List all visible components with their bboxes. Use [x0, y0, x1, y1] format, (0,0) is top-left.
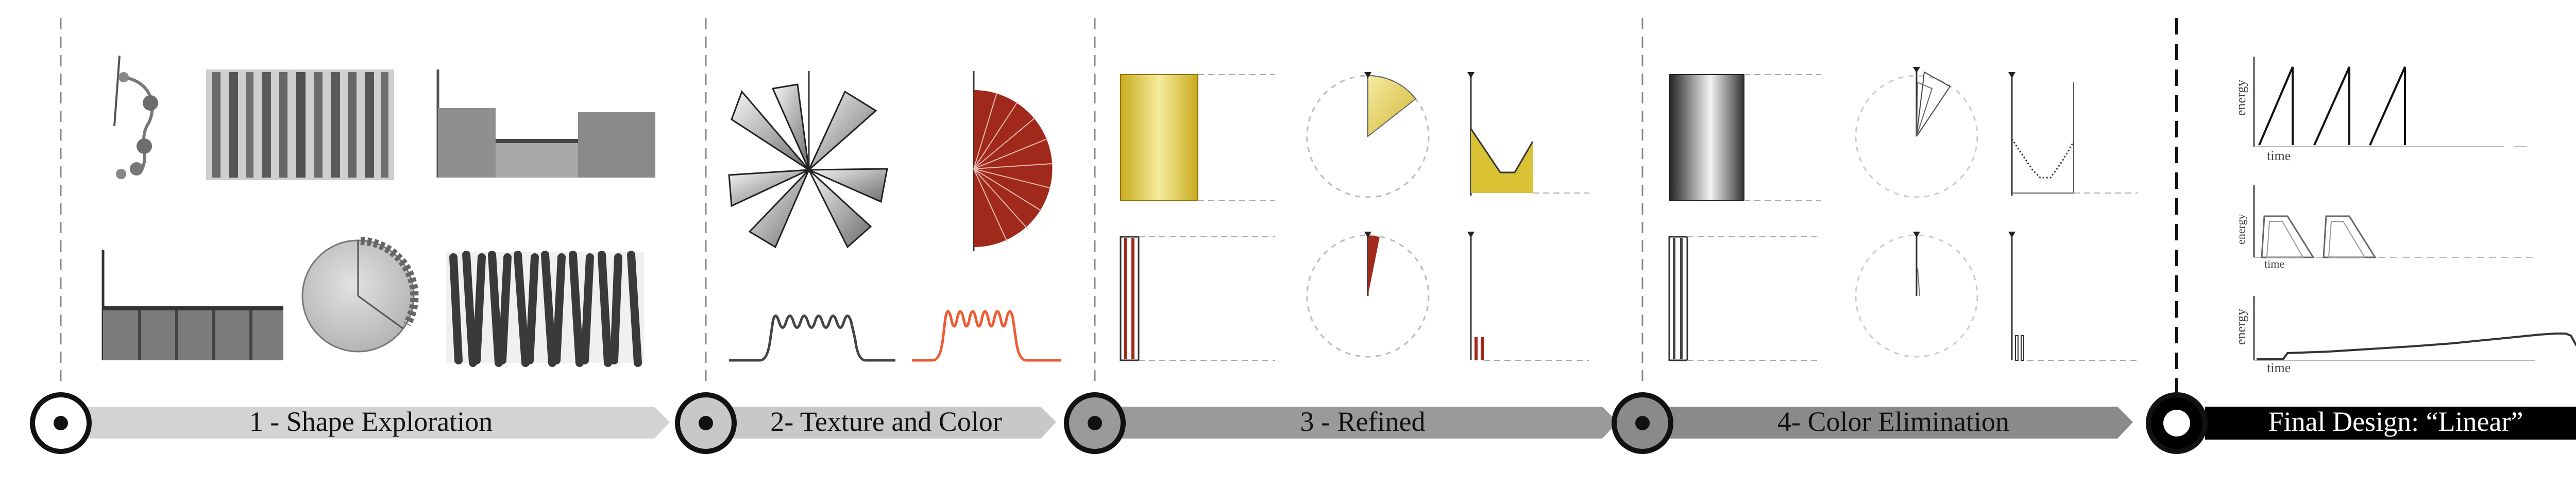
gray-spikes: [2008, 232, 2138, 361]
gold-cylinder: [1120, 74, 1198, 201]
striped-swatch: [206, 69, 394, 180]
gray-stripe-bars: [1668, 236, 1821, 361]
stage-4-arrow: [1654, 407, 2133, 439]
rectangle-pulse-chart: [2253, 185, 2535, 258]
refined-images: [1120, 72, 1589, 361]
gray-bathtub: [2008, 72, 2138, 196]
final-design-label: Final Design: “Linear”: [2268, 406, 2523, 437]
scribble-swatch: [446, 251, 644, 367]
gold-bathtub: [1467, 72, 1589, 196]
chart-1-xlabel: time: [2267, 148, 2291, 163]
chart-3-xlabel: time: [2267, 360, 2291, 375]
beaded-chain-sketch: [113, 55, 158, 179]
gold-clock: [1306, 72, 1430, 198]
step-block-sketch: [436, 69, 655, 178]
stage-2-label: 2- Texture and Color: [770, 406, 1002, 437]
gray-wave: [729, 315, 895, 362]
stage-4-node: [1612, 392, 1673, 454]
stage-1-label: 1 - Shape Exploration: [249, 406, 493, 437]
sawtooth-chart: [2253, 57, 2527, 147]
stage-2-node: [675, 392, 737, 454]
chart-2-xlabel: time: [2264, 257, 2285, 270]
red-spikes: [1467, 232, 1589, 361]
red-clock: [1306, 232, 1430, 358]
stage-3-node: [1064, 392, 1126, 454]
gray-pinwheel: [728, 71, 888, 249]
final-node: [2146, 392, 2208, 454]
stage-3-label: 3 - Refined: [1300, 406, 1426, 437]
chart-1-ylabel: energy: [2233, 79, 2248, 116]
stage-4-label: 4- Color Elimination: [1777, 406, 2009, 437]
gray-clock-2: [1855, 232, 1978, 358]
gray-cylinder: [1669, 74, 1744, 201]
stage-1-node: [30, 392, 92, 454]
process-bar: [30, 392, 2576, 454]
linear-energy-chart: [2253, 296, 2576, 361]
final-design-charts: [2253, 57, 2576, 361]
stage-3-arrow: [1108, 407, 1618, 439]
gray-clock: [1855, 67, 1978, 198]
red-fan: [973, 71, 1053, 251]
shape-exploration-images: [101, 55, 655, 367]
red-stripe-bars: [1120, 236, 1275, 361]
pulse-block-sketch: [101, 250, 283, 360]
final-design-bar: [2205, 407, 2576, 440]
stage-1-arrow: [88, 407, 670, 439]
red-wave: [912, 310, 1061, 362]
disk-sketch: [301, 237, 419, 353]
chart-2-ylabel: energy: [2234, 214, 2247, 244]
color-elimination-images: [1668, 67, 2138, 361]
stage-2-arrow: [716, 407, 1056, 439]
chart-3-ylabel: energy: [2233, 308, 2248, 345]
texture-color-images: [728, 71, 1061, 362]
